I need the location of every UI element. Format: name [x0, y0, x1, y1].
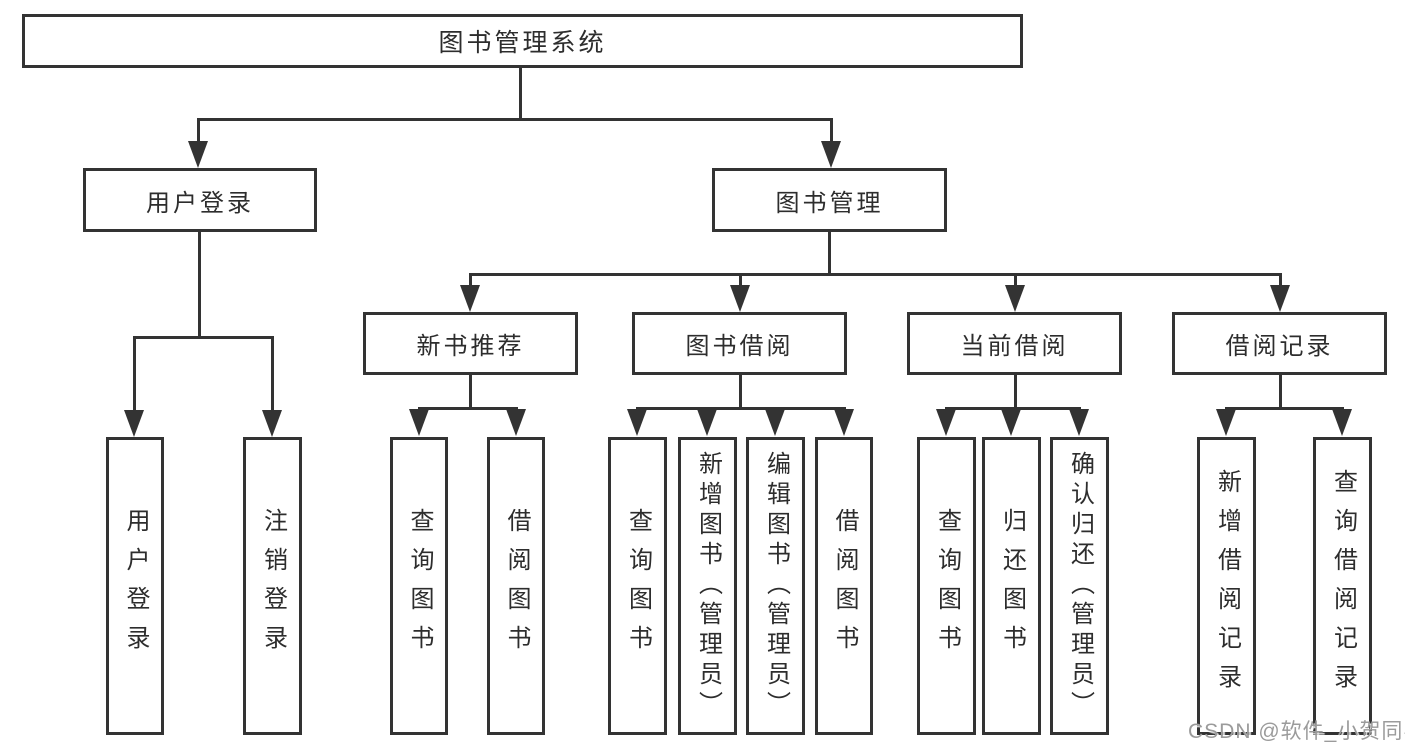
arrow-down-icon	[627, 409, 647, 436]
node-user-login: 用户登录	[83, 168, 317, 232]
node-label: 查询借阅记录	[1329, 469, 1357, 703]
connector-line	[197, 118, 200, 145]
arrow-down-icon	[188, 141, 208, 168]
connector-line	[1225, 407, 1344, 410]
node-label: 当前借阅	[960, 333, 1069, 360]
arrow-down-icon	[697, 409, 717, 436]
connector-line	[828, 232, 831, 273]
leaf-return-books: 归还图书	[982, 437, 1041, 735]
arrow-down-icon	[460, 285, 480, 312]
leaf-borrow-books-1: 借阅图书	[487, 437, 545, 735]
connector-line	[271, 336, 274, 412]
node-label: 用户登录	[146, 189, 254, 217]
node-label: 确认归还（管理员）	[1066, 451, 1094, 721]
node-book-management: 图书管理	[712, 168, 947, 232]
arrow-down-icon	[409, 409, 429, 436]
node-label: 查询图书	[406, 508, 433, 664]
arrow-down-icon	[1069, 409, 1089, 436]
leaf-edit-books-admin: 编辑图书（管理员）	[746, 437, 805, 735]
arrow-down-icon	[124, 410, 144, 437]
arrow-down-icon	[730, 285, 750, 312]
leaf-logout: 注销登录	[243, 437, 302, 735]
connector-line	[739, 273, 742, 288]
connector-line	[469, 273, 472, 288]
leaf-query-books-1: 查询图书	[390, 437, 448, 735]
connector-line	[739, 375, 742, 407]
connector-line	[1014, 273, 1017, 288]
node-library-management-system: 图书管理系统	[22, 14, 1023, 68]
arrow-down-icon	[765, 409, 785, 436]
node-label: 归还图书	[998, 508, 1026, 664]
node-label: 新增图书（管理员）	[694, 451, 722, 721]
arrow-down-icon	[1270, 285, 1290, 312]
node-label: 查询图书	[933, 508, 961, 664]
node-new-book-recommend: 新书推荐	[363, 312, 578, 375]
node-label: 图书管理系统	[438, 29, 607, 57]
arrow-down-icon	[834, 409, 854, 436]
connector-line	[198, 232, 201, 336]
connector-line	[945, 407, 1081, 410]
connector-line	[1014, 375, 1017, 407]
connector-line	[418, 407, 518, 410]
node-label: 新书推荐	[416, 333, 525, 360]
connector-line	[1279, 375, 1282, 407]
arrow-down-icon	[1332, 409, 1352, 436]
node-borrow-records: 借阅记录	[1172, 312, 1387, 375]
connector-line	[636, 407, 846, 410]
node-label: 新增借阅记录	[1213, 469, 1241, 703]
connector-line	[133, 336, 274, 339]
arrow-down-icon	[506, 409, 526, 436]
arrow-down-icon	[1216, 409, 1236, 436]
node-label: 图书管理	[775, 189, 884, 217]
node-label: 图书借阅	[685, 333, 794, 360]
leaf-user-login: 用户登录	[106, 437, 164, 735]
leaf-confirm-return-admin: 确认归还（管理员）	[1050, 437, 1109, 735]
leaf-query-borrow-record: 查询借阅记录	[1313, 437, 1372, 735]
connector-line	[1279, 273, 1282, 288]
arrow-down-icon	[262, 410, 282, 437]
arrow-down-icon	[821, 141, 841, 168]
connector-line	[197, 118, 833, 121]
node-label: 借阅图书	[831, 508, 858, 664]
node-label: 借阅图书	[503, 508, 530, 664]
leaf-query-books-3: 查询图书	[917, 437, 976, 735]
node-label: 查询图书	[624, 508, 652, 664]
leaf-add-borrow-record: 新增借阅记录	[1197, 437, 1256, 735]
connector-line	[830, 118, 833, 145]
connector-line	[519, 68, 522, 118]
arrow-down-icon	[1001, 409, 1021, 436]
arrow-down-icon	[1005, 285, 1025, 312]
node-label: 借阅记录	[1225, 333, 1334, 360]
arrow-down-icon	[936, 409, 956, 436]
connector-line	[133, 336, 136, 412]
node-label: 用户登录	[122, 508, 149, 664]
node-book-borrow: 图书借阅	[632, 312, 847, 375]
leaf-borrow-books-2: 借阅图书	[815, 437, 873, 735]
connector-line	[469, 273, 1282, 276]
csdn-watermark: CSDN @软件_小贺同学	[1188, 720, 1405, 743]
leaf-add-books-admin: 新增图书（管理员）	[678, 437, 737, 735]
leaf-query-books-2: 查询图书	[608, 437, 667, 735]
node-current-borrow: 当前借阅	[907, 312, 1122, 375]
node-label: 注销登录	[259, 508, 287, 664]
connector-line	[469, 375, 472, 407]
node-label: 编辑图书（管理员）	[762, 451, 790, 721]
